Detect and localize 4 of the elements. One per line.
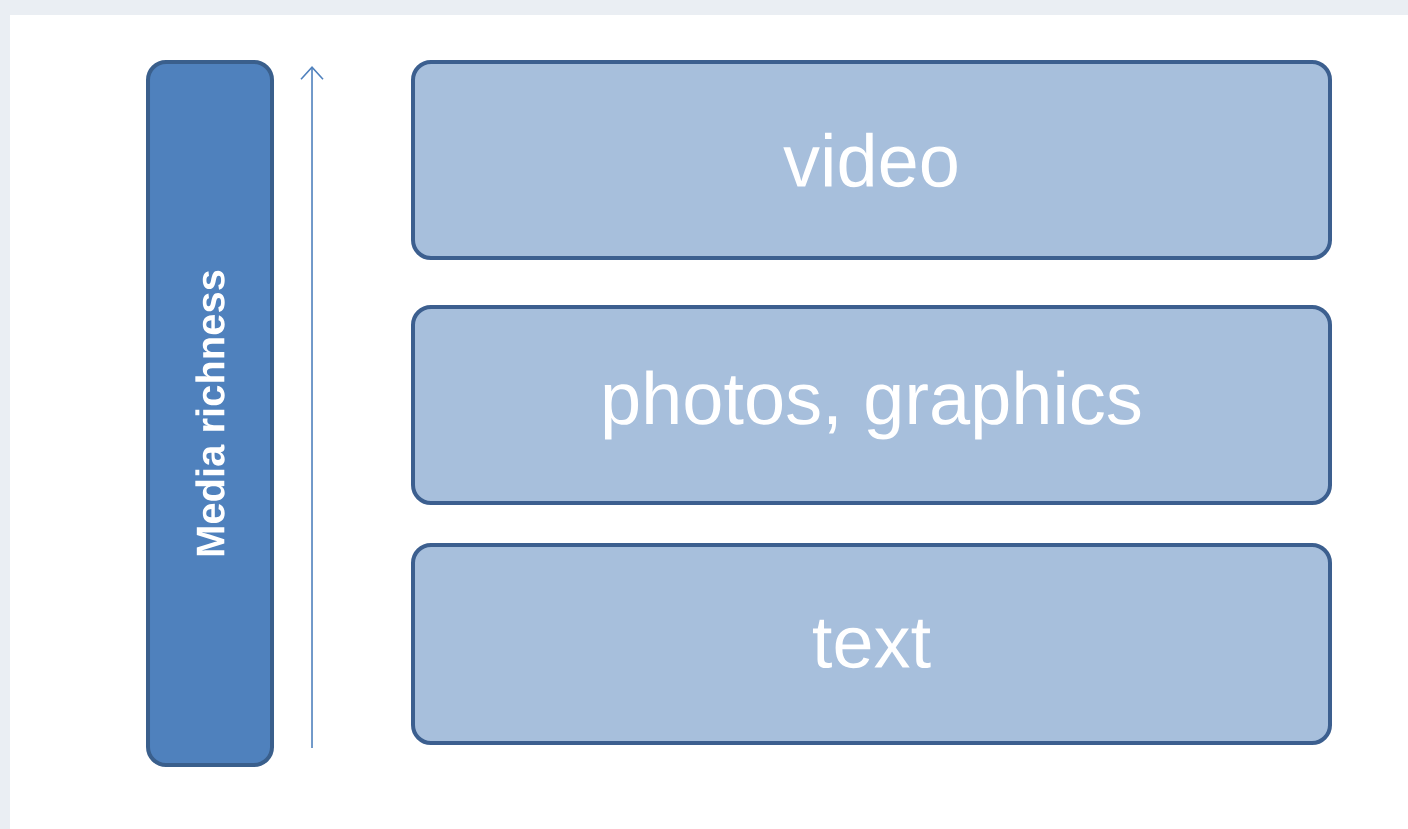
layer-box: text <box>411 543 1332 745</box>
axis-label-box: Media richness <box>146 60 274 767</box>
layer-box: video <box>411 60 1332 260</box>
layer-box: photos, graphics <box>411 305 1332 505</box>
